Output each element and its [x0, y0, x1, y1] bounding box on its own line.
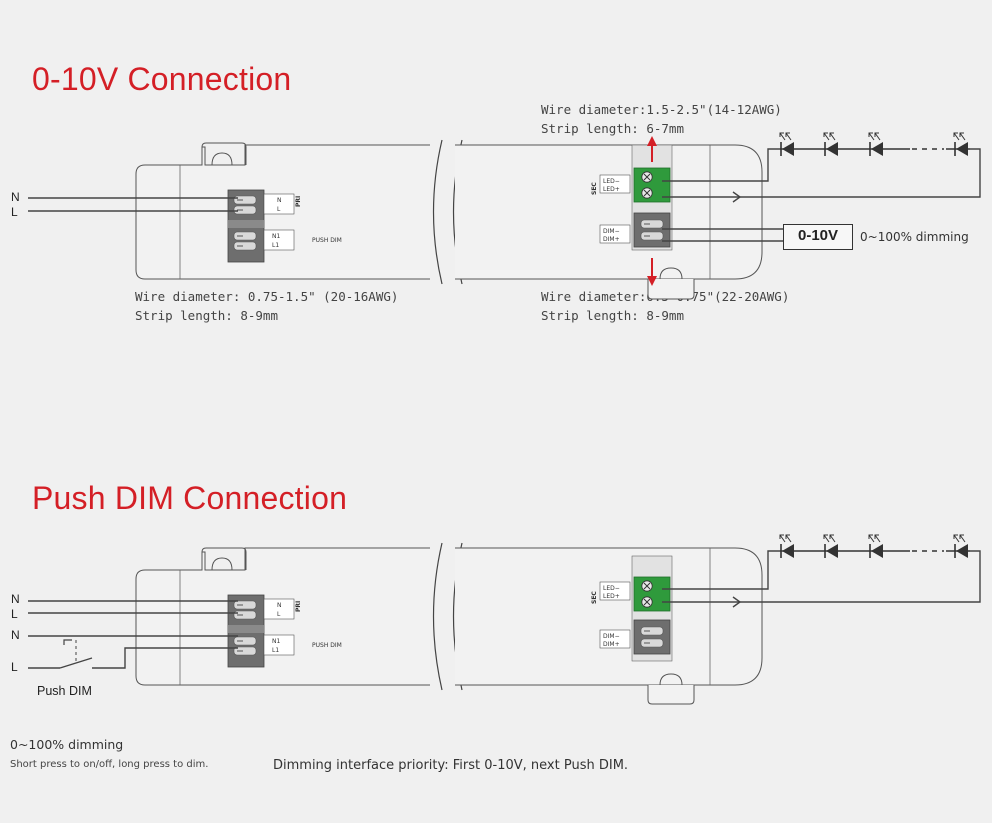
note-left-wire: Wire diameter: 0.75-1.5" (20-16AWG) Stri…: [135, 287, 398, 325]
s1-input-n: N: [11, 190, 20, 204]
svg-text:DIM−: DIM−: [603, 228, 620, 235]
svg-text:LED−: LED−: [603, 585, 620, 592]
led-diode-icon: [868, 534, 883, 558]
svg-text:N: N: [277, 602, 282, 609]
s2-input-l1: L: [11, 607, 18, 621]
led-diode-icon: [823, 132, 838, 156]
svg-text:L: L: [277, 206, 281, 213]
note-left-diameter: Wire diameter: 0.75-1.5" (20-16AWG): [135, 289, 399, 304]
push-dim-switch-label: Push DIM: [37, 684, 92, 698]
svg-text:LED−: LED−: [603, 178, 620, 185]
footer-priority: Dimming interface priority: First 0-10V,…: [273, 758, 629, 773]
section1-title: 0-10V Connection: [32, 61, 292, 97]
s1-leds: [779, 132, 968, 156]
s2-wires: [28, 550, 981, 669]
led-diode-icon: [953, 132, 968, 156]
svg-text:LED+: LED+: [603, 593, 620, 600]
note-left-strip: Strip length: 8-9mm: [135, 308, 278, 323]
footer-instruction: Short press to on/off, long press to dim…: [10, 759, 209, 770]
svg-text:L1: L1: [272, 647, 279, 654]
svg-text:PRI: PRI: [295, 196, 302, 207]
svg-text:DIM+: DIM+: [603, 236, 620, 243]
svg-text:LED+: LED+: [603, 186, 620, 193]
svg-text:SEC: SEC: [591, 591, 598, 604]
svg-text:SEC: SEC: [591, 182, 598, 195]
s2-input-n2: N: [11, 628, 20, 642]
s1-input-l: L: [11, 205, 18, 219]
led-diode-icon: [953, 534, 968, 558]
note-top-wire: Wire diameter:1.5-2.5"(14-12AWG) Strip l…: [541, 100, 782, 138]
svg-text:L: L: [277, 611, 281, 618]
s2-input-l2: L: [11, 660, 18, 674]
footer-dimming-range: 0~100% dimming: [10, 737, 124, 752]
note-right-strip: Strip length: 8-9mm: [541, 308, 684, 323]
dimming-range-label: 0~100% dimming: [860, 230, 969, 244]
s2-leds: [779, 534, 968, 558]
note-top-strip: Strip length: 6-7mm: [541, 121, 684, 136]
svg-text:DIM+: DIM+: [603, 641, 620, 648]
s1-wires: [28, 148, 981, 242]
led-diode-icon: [779, 534, 794, 558]
svg-text:DIM−: DIM−: [603, 633, 620, 640]
led-diode-icon: [779, 132, 794, 156]
svg-text:N1: N1: [272, 233, 280, 240]
svg-text:PUSH DIM: PUSH DIM: [312, 237, 342, 244]
section2-title: Push DIM Connection: [32, 480, 348, 516]
svg-text:PUSH DIM: PUSH DIM: [312, 642, 342, 649]
led-diode-icon: [823, 534, 838, 558]
svg-text:L1: L1: [272, 242, 279, 249]
note-top-diameter: Wire diameter:1.5-2.5"(14-12AWG): [541, 102, 782, 117]
led-diode-icon: [868, 132, 883, 156]
svg-text:PRI: PRI: [295, 601, 302, 612]
s2-input-n1: N: [11, 592, 20, 606]
svg-text:N: N: [277, 197, 282, 204]
svg-text:N1: N1: [272, 638, 280, 645]
controller-0-10v: 0-10V: [783, 224, 853, 250]
